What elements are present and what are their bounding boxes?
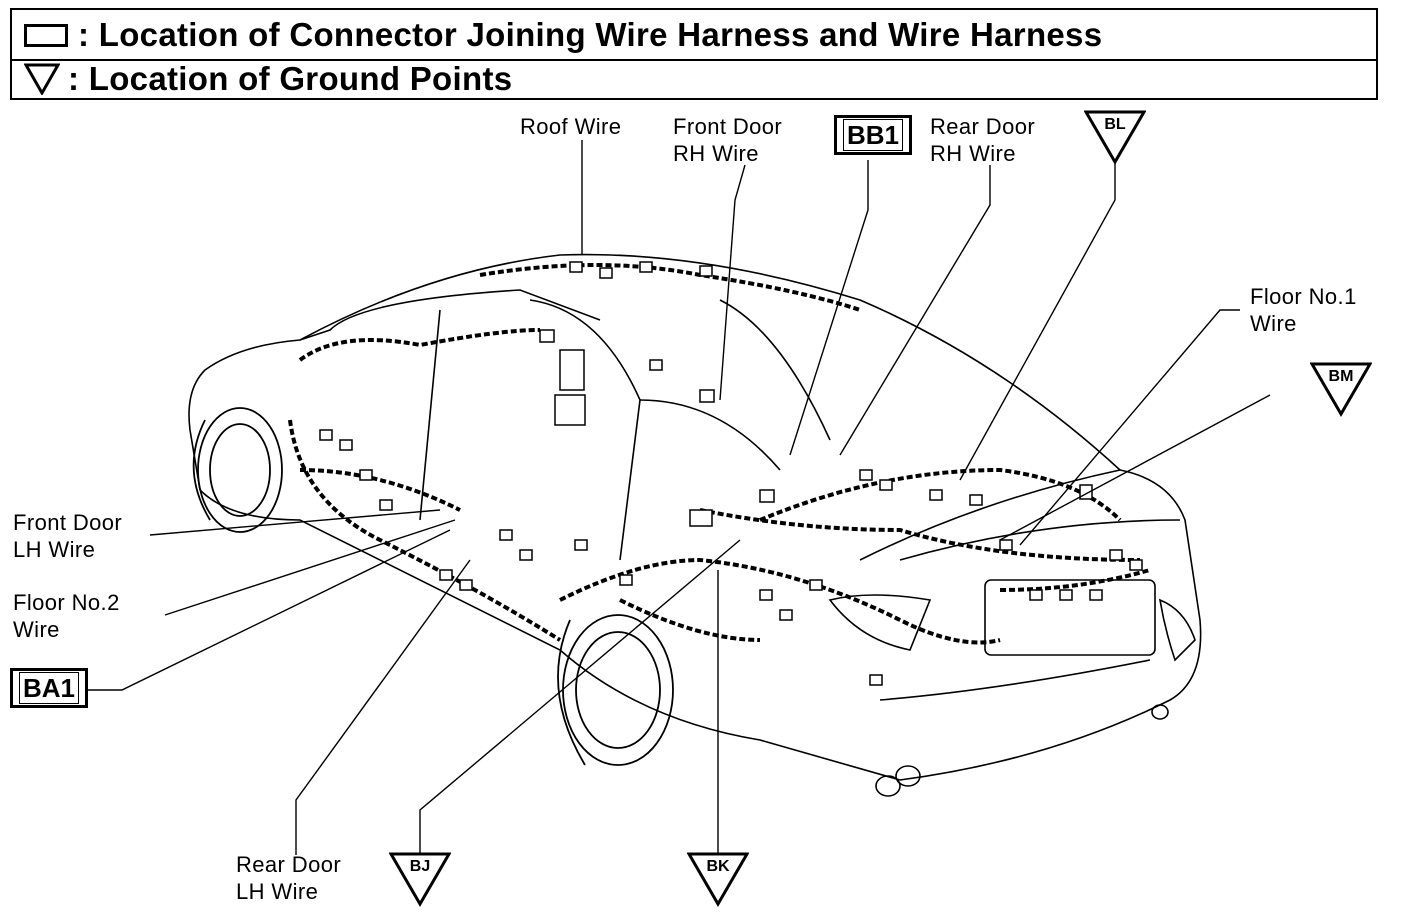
legend-divider	[12, 59, 1376, 61]
legend-connector-text: : Location of Connector Joining Wire Har…	[78, 16, 1103, 53]
connector-ba1: BA1	[10, 668, 89, 708]
connector-symbol-icon	[24, 23, 68, 47]
ground-triangle-icon	[388, 852, 452, 907]
ground-bk: BK	[686, 852, 750, 908]
label-rear-door-lh-wire: Rear Door LH Wire	[236, 852, 342, 904]
ground-bl: BL	[1083, 110, 1147, 166]
label-front-door-rh-wire: Front Door RH Wire	[673, 114, 783, 166]
ground-bm: BM	[1309, 362, 1373, 418]
ground-triangle-icon	[686, 852, 750, 907]
label-floor-no1-wire: Floor No.1 Wire	[1250, 284, 1357, 336]
legend-ground-row: : Location of Ground Points	[24, 60, 512, 98]
car-body-outline	[188, 253, 1202, 797]
legend-connector-row: : Location of Connector Joining Wire Har…	[24, 16, 1102, 54]
wire-harness	[288, 263, 1151, 645]
label-roof-wire: Roof Wire	[520, 114, 622, 139]
ground-symbol-icon	[24, 63, 60, 95]
label-floor-no2-wire: Floor No.2 Wire	[13, 590, 120, 642]
label-rear-door-rh-wire: Rear Door RH Wire	[930, 114, 1036, 166]
ground-triangle-icon	[1083, 110, 1147, 165]
label-front-door-lh-wire: Front Door LH Wire	[13, 510, 123, 562]
leader-lines	[78, 140, 1271, 855]
legend-box: : Location of Connector Joining Wire Har…	[10, 8, 1378, 100]
legend-ground-text: : Location of Ground Points	[68, 60, 513, 97]
connector-bb1: BB1	[834, 115, 913, 155]
ground-bj: BJ	[388, 852, 452, 908]
ground-triangle-icon	[1309, 362, 1373, 417]
small-connectors	[319, 261, 1143, 686]
